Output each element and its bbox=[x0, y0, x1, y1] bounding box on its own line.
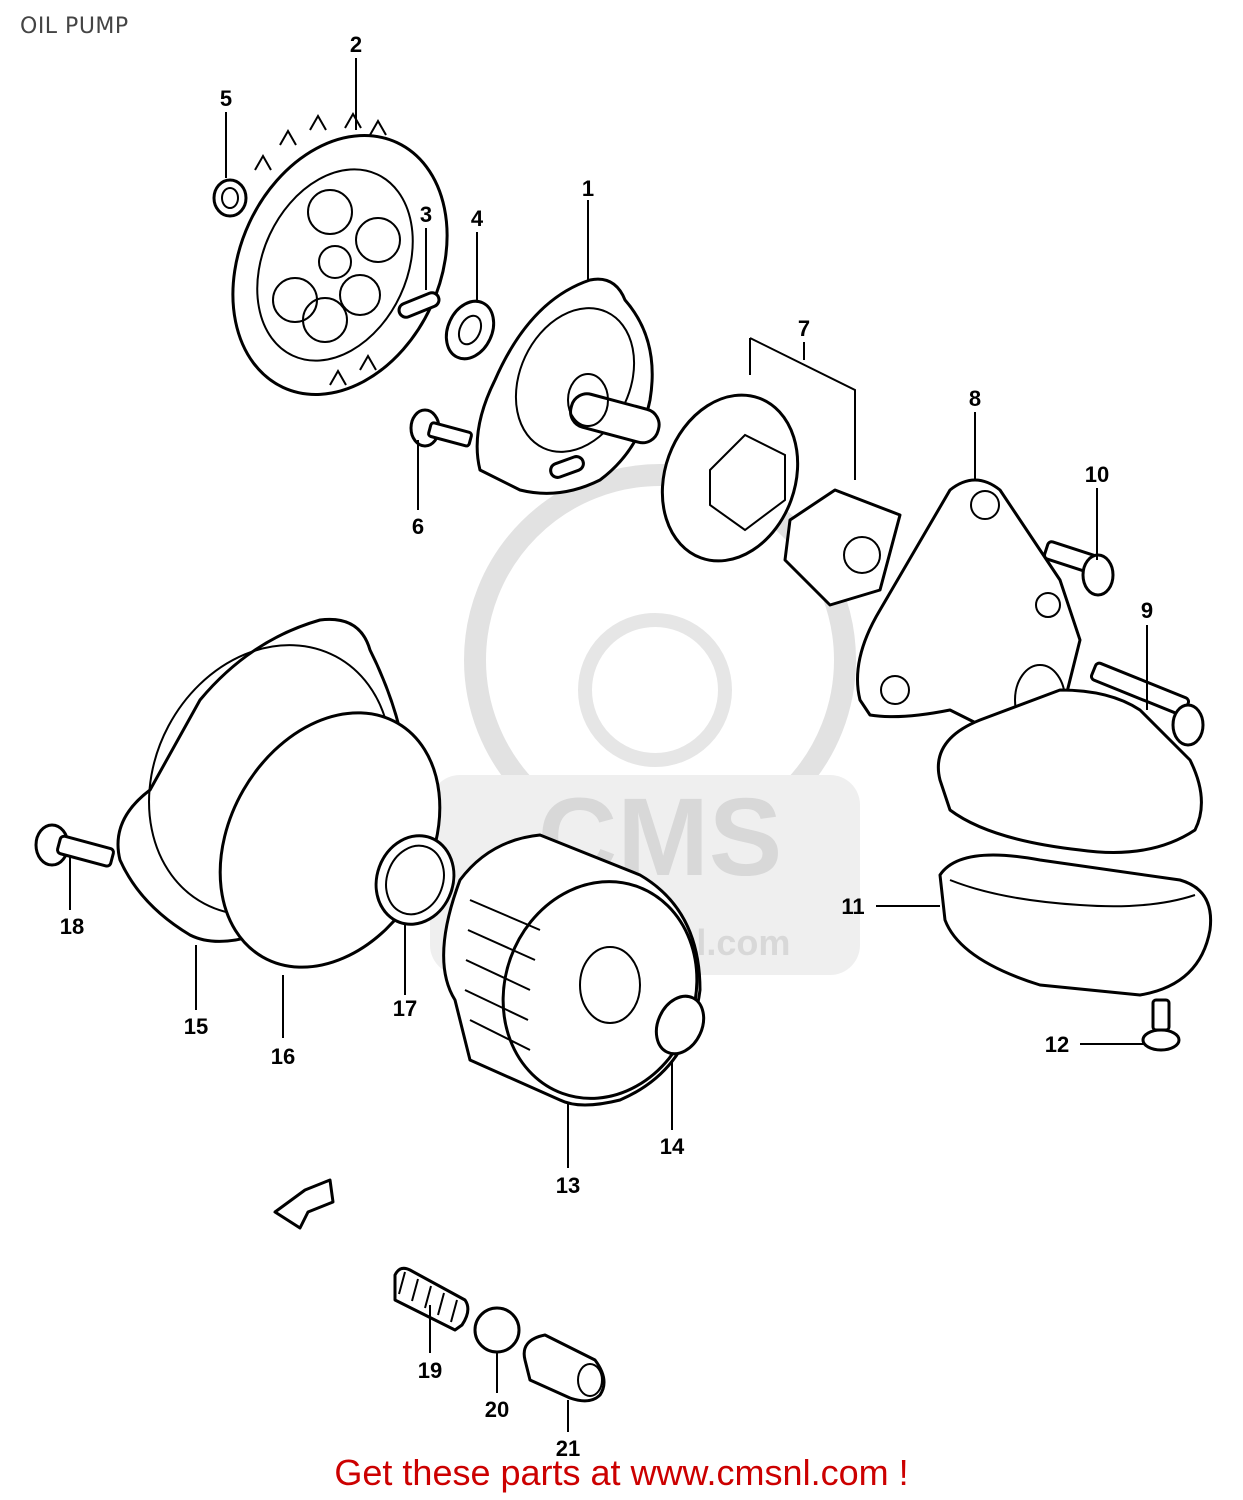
part-17-o-ring bbox=[374, 834, 456, 926]
callout-19: 19 bbox=[418, 1358, 442, 1383]
callout-labels: 2 5 3 4 1 6 7 8 10 9 11 12 18 15 16 17 1… bbox=[60, 32, 1153, 1461]
callout-18: 18 bbox=[60, 914, 84, 939]
callout-14: 14 bbox=[660, 1134, 685, 1159]
part-4-washer bbox=[444, 299, 496, 361]
callout-3: 3 bbox=[420, 202, 432, 227]
part-6-screw bbox=[409, 408, 473, 448]
part-9-bolt bbox=[1089, 661, 1205, 747]
callout-13: 13 bbox=[556, 1173, 580, 1198]
callout-9: 9 bbox=[1141, 598, 1153, 623]
part-3-pin bbox=[397, 291, 441, 319]
strainer-housing bbox=[936, 688, 1203, 854]
page-title: OIL PUMP bbox=[20, 14, 129, 39]
callout-15: 15 bbox=[184, 1014, 208, 1039]
callout-12: 12 bbox=[1045, 1032, 1069, 1057]
callout-8: 8 bbox=[969, 386, 981, 411]
callout-4: 4 bbox=[471, 206, 484, 231]
part-2-gear bbox=[231, 111, 449, 396]
part-13-oil-filter bbox=[442, 833, 702, 1107]
callout-21: 21 bbox=[556, 1436, 580, 1461]
leader-lines bbox=[69, 58, 1148, 1432]
part-12-screw bbox=[1141, 998, 1181, 1052]
callout-6: 6 bbox=[412, 514, 424, 539]
part-21-plug bbox=[522, 1333, 606, 1403]
part-11-oil-strainer bbox=[938, 853, 1213, 997]
part-8-pump-cover bbox=[856, 478, 1082, 744]
callout-10: 10 bbox=[1085, 462, 1109, 487]
part-14-o-ring bbox=[654, 994, 706, 1056]
footer-link-text[interactable]: Get these parts at www.cmsnl.com ! bbox=[334, 1452, 909, 1493]
front-arrow-icon bbox=[273, 1178, 335, 1230]
callout-16: 16 bbox=[271, 1044, 295, 1069]
callout-7: 7 bbox=[798, 316, 810, 341]
callout-5: 5 bbox=[220, 86, 232, 111]
callout-11: 11 bbox=[841, 894, 864, 919]
part-20-ball bbox=[473, 1306, 521, 1354]
part-5-circlip bbox=[212, 178, 248, 218]
callout-1: 1 bbox=[582, 176, 594, 201]
callout-2: 2 bbox=[350, 32, 362, 57]
callout-17: 17 bbox=[393, 996, 417, 1021]
part-1-pump-body bbox=[475, 277, 661, 495]
part-7-rotor-set bbox=[660, 337, 902, 607]
part-19-spring bbox=[393, 1266, 470, 1332]
part-18-bolt bbox=[34, 823, 115, 868]
part-10-screw bbox=[1042, 540, 1115, 597]
callout-20: 20 bbox=[485, 1397, 509, 1422]
